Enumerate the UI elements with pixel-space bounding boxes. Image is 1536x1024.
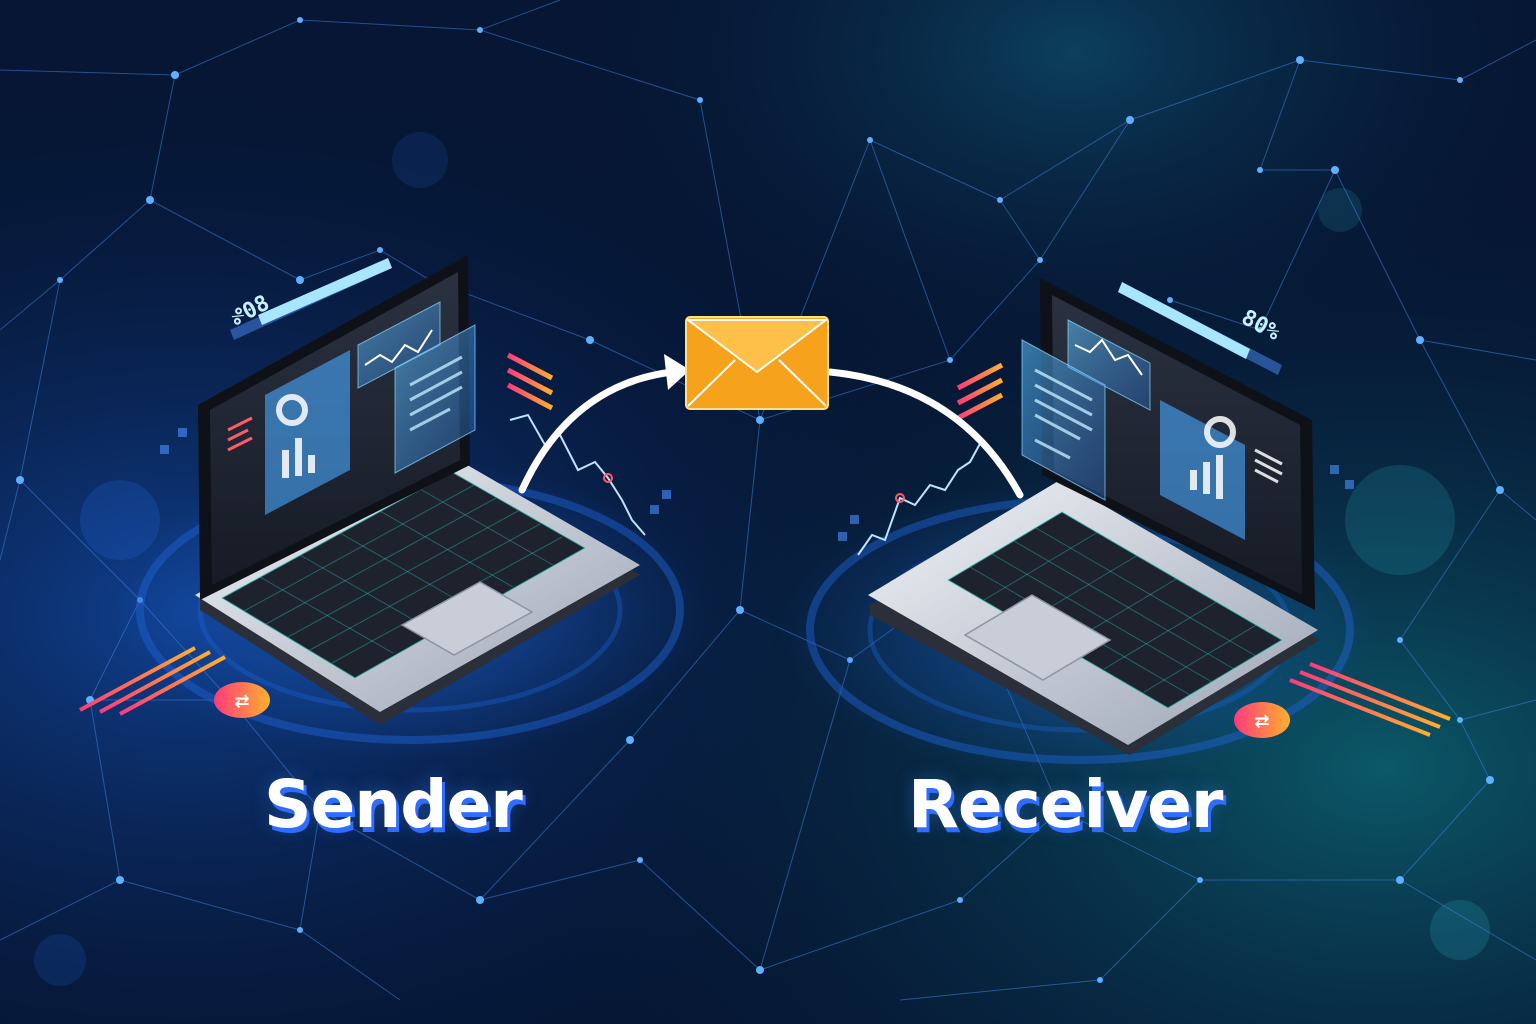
receiver-screen-text-lines [1254,448,1283,484]
sender-laptop: 80% ⇄ [79,255,671,725]
receiver-screen-panel [1160,400,1245,540]
transfer-arc-right [826,368,1024,499]
sender-stock-line [509,413,646,536]
bokeh-lights [34,132,1490,986]
sender-donut-chart [276,394,308,426]
sender-progress-fill [258,258,392,325]
sender-touchpad [400,581,534,656]
sender-data-squares [160,428,671,514]
receiver-keyboard [946,511,1284,709]
receiver-holo-panel-lines [1034,368,1093,460]
receiver-touchpad [963,594,1112,681]
transfer-arc-left [518,368,676,494]
sender-accent-stripes-bottom [79,646,226,716]
receiver-data-squares [838,465,1354,541]
receiver-accent-stripes-bottom [1289,662,1451,737]
receiver-holo-panel-2 [1021,339,1106,501]
sender-bar-2 [295,438,302,476]
receiver-bar-2 [1203,462,1210,494]
receiver-donut-chart [1204,416,1236,448]
sender-swap-badge [214,682,270,718]
receiver-holo-panel-1 [1067,319,1151,411]
envelope-icon [685,316,829,410]
receiver-progress-fill [1118,282,1250,359]
sender-bar-1 [282,450,289,478]
receiver-stock-marker [895,493,905,503]
receiver-bar-1 [1190,470,1197,490]
sender-keyboard-grid [243,484,563,664]
sender-holo-line-chart [364,329,433,366]
receiver-laptop: 80% ⇄ [838,278,1451,755]
receiver-label: Receiver [908,766,1223,843]
receiver-swap-badge [1234,702,1290,738]
receiver-bar-3 [1216,455,1223,499]
swap-badge-icon: ⇄ [1254,711,1269,732]
sender-holo-panel-lines [409,355,463,432]
sender-stock-marker [603,473,613,483]
receiver-stock-line [857,439,983,556]
sender-accent-stripes-right [506,352,554,411]
sender-keyboard [220,471,587,679]
sender-label: Sender [264,766,523,843]
receiver-accent-stripes-left [956,362,1004,421]
receiver-holo-line-chart [1074,338,1143,376]
sender-screen-text-lines [227,416,253,452]
swap-badge-icon: ⇄ [234,691,249,712]
transfer-arrow-icon [664,354,690,390]
sender-bar-3 [308,455,315,473]
